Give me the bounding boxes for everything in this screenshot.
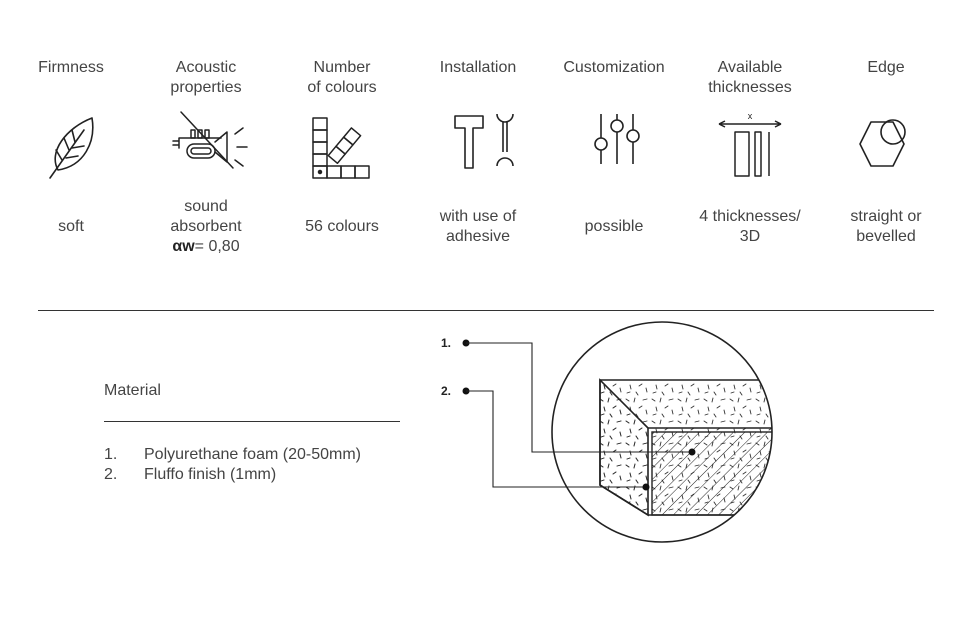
feature-customization: Customization possible [546,0,682,280]
hammer-wrench-icon [454,113,514,169]
feature-value: with use of adhesive [439,208,517,245]
leaf-icon [49,117,94,179]
feature-title: Available thicknesses [708,59,792,96]
section-divider [38,310,934,311]
feature-value: soft [58,218,84,235]
callout-2: 2. [441,384,650,491]
feature-title: Firmness [38,59,104,76]
material-rule [104,421,400,422]
feature-firmness: Firmness soft [3,0,139,280]
thickness-panels-icon: x [718,111,782,177]
magnifier-circle [551,321,773,543]
feature-colours: Number of colours 56 colours [274,0,410,280]
feature-value: 56 colours [305,218,379,235]
thickness-label: x [748,111,753,121]
list-item: 2.Fluffo finish (1mm) [104,466,277,483]
feature-title: Customization [563,59,665,76]
hexagon-circle-icon [859,119,906,167]
feature-value: sound absorbent αw= 0,80 [170,198,242,255]
material-list: 1.Polyurethane foam (20-50mm) 2.Fluffo f… [104,445,361,485]
svg-text:1.: 1. [441,336,451,350]
feature-edge: Edge straight or bevelled [818,0,954,280]
callout-1: 1. [441,336,696,456]
list-item: 1.Polyurethane foam (20-50mm) [104,446,361,463]
feature-title: Edge [867,59,905,76]
feature-thicknesses: Available thicknesses x 4 thicknesses/ 3… [682,0,818,280]
feature-title: Installation [439,59,517,76]
muted-trumpet-icon [172,111,248,169]
colour-swatch-icon [312,117,370,179]
feature-title: Acoustic properties [170,59,242,96]
material-title: Material [104,382,161,399]
feature-acoustic: Acoustic properties sound absorbent αw= … [138,0,274,280]
feature-value: 4 thicknesses/ 3D [699,208,801,245]
sliders-icon [594,114,640,164]
feature-value: possible [584,218,644,235]
feature-value: straight or bevelled [850,208,922,245]
feature-title: Number of colours [307,59,377,96]
feature-installation: Installation with use of adhesive [410,0,546,280]
svg-text:2.: 2. [441,384,451,398]
